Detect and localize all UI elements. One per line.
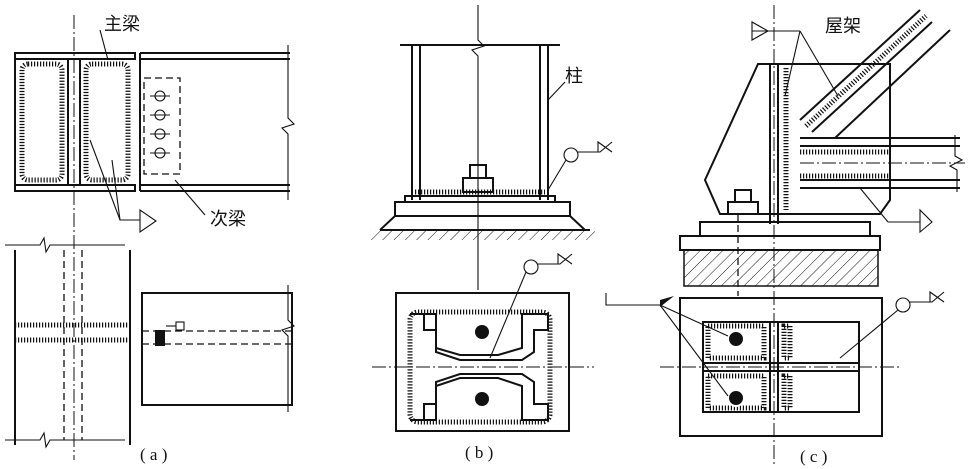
panel-b-elevation xyxy=(370,5,613,290)
main-beam-top-flange xyxy=(14,52,136,60)
main-beam-bottom-flange xyxy=(14,184,136,192)
panel-a-plan xyxy=(5,236,296,449)
caption-a: ( a ) xyxy=(140,445,167,464)
label-roof-truss: 屋架 xyxy=(825,16,861,37)
label-main-beam: 主梁 xyxy=(104,14,140,35)
label-column: 柱 xyxy=(565,66,583,87)
caption-c: ( c ) xyxy=(800,447,827,466)
panel-c-plan xyxy=(605,290,945,437)
label-secondary-beam: 次梁 xyxy=(210,209,246,230)
panel-a-elevation xyxy=(14,15,296,460)
caption-b: ( b ) xyxy=(465,443,493,462)
panel-b-plan xyxy=(372,252,594,432)
panel-c-elevation xyxy=(679,5,965,465)
